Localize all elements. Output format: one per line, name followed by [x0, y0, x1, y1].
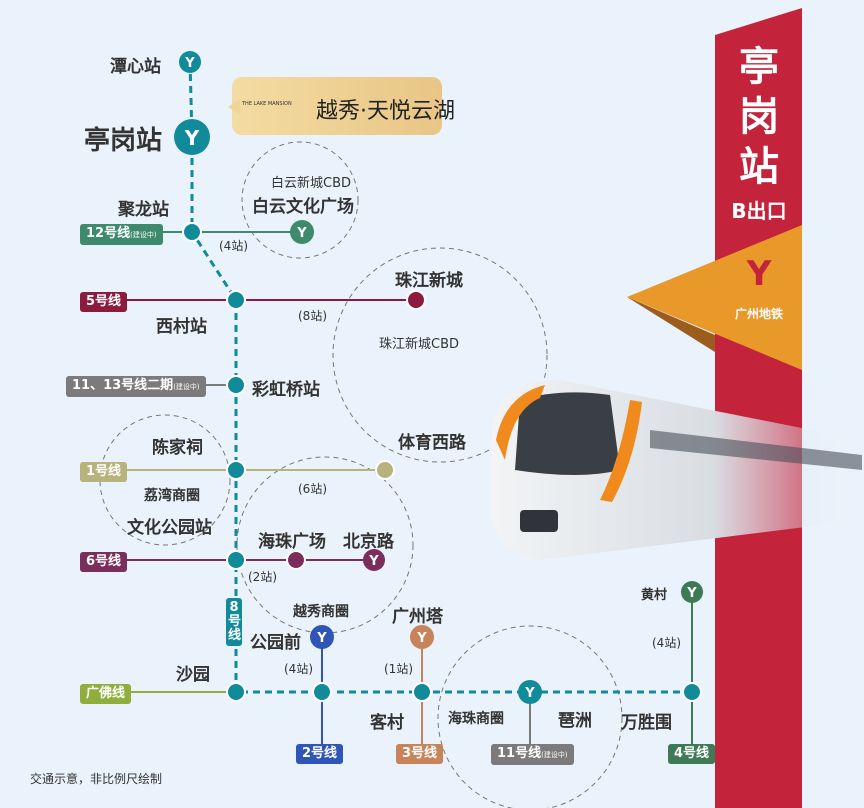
svg-text:Y: Y — [686, 586, 697, 601]
train-image — [490, 379, 862, 560]
svg-text:Y: Y — [524, 686, 535, 701]
banner-station: 亭 岗 站 — [722, 42, 796, 192]
station-haizhuguangchang: 海珠广场 — [258, 532, 326, 552]
station-tiyuxilu: 体育西路 — [398, 433, 466, 453]
banner-char: 亭 — [739, 44, 779, 90]
station-wanshengwei: 万胜围 — [621, 713, 672, 733]
interchange-nodes — [182, 222, 702, 702]
line-tag-2[interactable]: 2号线 — [296, 744, 344, 764]
line-tag-6[interactable]: 6号线 — [80, 552, 128, 572]
count-l5: (8站) — [298, 309, 327, 323]
area-circles — [99, 141, 623, 808]
station-gongyuanqian: 公园前 — [250, 633, 301, 653]
station-qianxin: 潭心站 — [110, 57, 161, 77]
station-tinggang: 亭岗站 — [84, 126, 163, 156]
line-note: (建设中) — [173, 383, 200, 391]
svg-text:Y: Y — [184, 126, 200, 150]
banner-char: 岗 — [739, 94, 779, 140]
station-kecun: 客村 — [370, 713, 404, 733]
area-zhujiang-cbd: 珠江新城CBD — [379, 337, 460, 352]
line-label: 11、13号线二期 — [72, 378, 174, 393]
station-beijinglu: 北京路 — [343, 532, 394, 552]
svg-text:Y: Y — [316, 631, 327, 646]
area-haizhu: 海珠商圈 — [448, 711, 504, 727]
count-l12: (4站) — [219, 239, 248, 253]
line-label: 11号线 — [497, 746, 542, 761]
promo-logo: THE LAKE MANSION — [242, 101, 292, 107]
line-tag-4[interactable]: 4号线 — [668, 744, 716, 764]
area-baiyun-cbd: 白云新城CBD — [271, 176, 352, 191]
count-l4: (4站) — [652, 636, 681, 650]
banner-ribbon — [715, 8, 802, 808]
line-tag-guangfo[interactable]: 广佛线 — [80, 684, 132, 704]
station-zhujiangxincheng: 珠江新城 — [395, 271, 463, 291]
station-shayuan: 沙园 — [176, 665, 210, 685]
count-l1: (6站) — [298, 482, 327, 496]
line-tag-1[interactable]: 1号线 — [80, 462, 128, 482]
line-note: (建设中) — [130, 231, 157, 239]
area-liwan: 荔湾商圈 — [144, 488, 200, 504]
footnote: 交通示意，非比例尺绘制 — [30, 772, 163, 786]
promo-bubble[interactable]: THE LAKE MANSION 越秀·天悦云湖 — [228, 77, 455, 135]
count-l2: (4站) — [284, 662, 313, 676]
station-baiyun: 白云文化广场 — [252, 197, 354, 217]
banner-exit: B出口 — [731, 199, 787, 223]
metro-logo-markers: Y Y Y Y Y Y Y Y Y — [174, 51, 772, 704]
svg-text:Y: Y — [184, 56, 195, 71]
station-julong: 聚龙站 — [118, 200, 169, 220]
station-guangzhouta: 广州塔 — [392, 607, 443, 627]
station-huangcun: 黄村 — [641, 588, 668, 603]
area-yuexiu: 越秀商圈 — [293, 604, 349, 620]
line-note: (建设中) — [541, 751, 568, 759]
station-wenhuagongyuan: 文化公园站 — [127, 518, 212, 538]
station-pazhou: 琶洲 — [558, 711, 592, 731]
count-l6: (2站) — [248, 570, 277, 584]
line-tag-5[interactable]: 5号线 — [80, 292, 128, 312]
line-tag-11[interactable]: 11号线(建设中) — [491, 744, 574, 765]
line-tag-8[interactable]: 8号线 — [226, 598, 242, 646]
line-tag-12[interactable]: 12号线(建设中) — [80, 224, 163, 245]
banner-brand: 广州地铁 — [734, 307, 783, 321]
count-l3: (1站) — [384, 662, 413, 676]
station-xicun: 西村站 — [156, 317, 207, 337]
svg-text:Y: Y — [746, 254, 772, 294]
svg-text:Y: Y — [416, 631, 427, 646]
svg-text:Y: Y — [368, 554, 379, 569]
svg-text:Y: Y — [296, 226, 307, 241]
line-label: 12号线 — [86, 226, 131, 241]
promo-title: 越秀·天悦云湖 — [316, 99, 455, 124]
banner-arrow — [627, 225, 802, 370]
station-caihongqiao: 彩虹桥站 — [252, 380, 320, 400]
station-chenjiaci: 陈家祠 — [152, 438, 203, 458]
banner-char: 站 — [739, 144, 779, 190]
line-tag-11-13[interactable]: 11、13号线二期(建设中) — [66, 376, 206, 397]
line-tag-3[interactable]: 3号线 — [396, 744, 444, 764]
